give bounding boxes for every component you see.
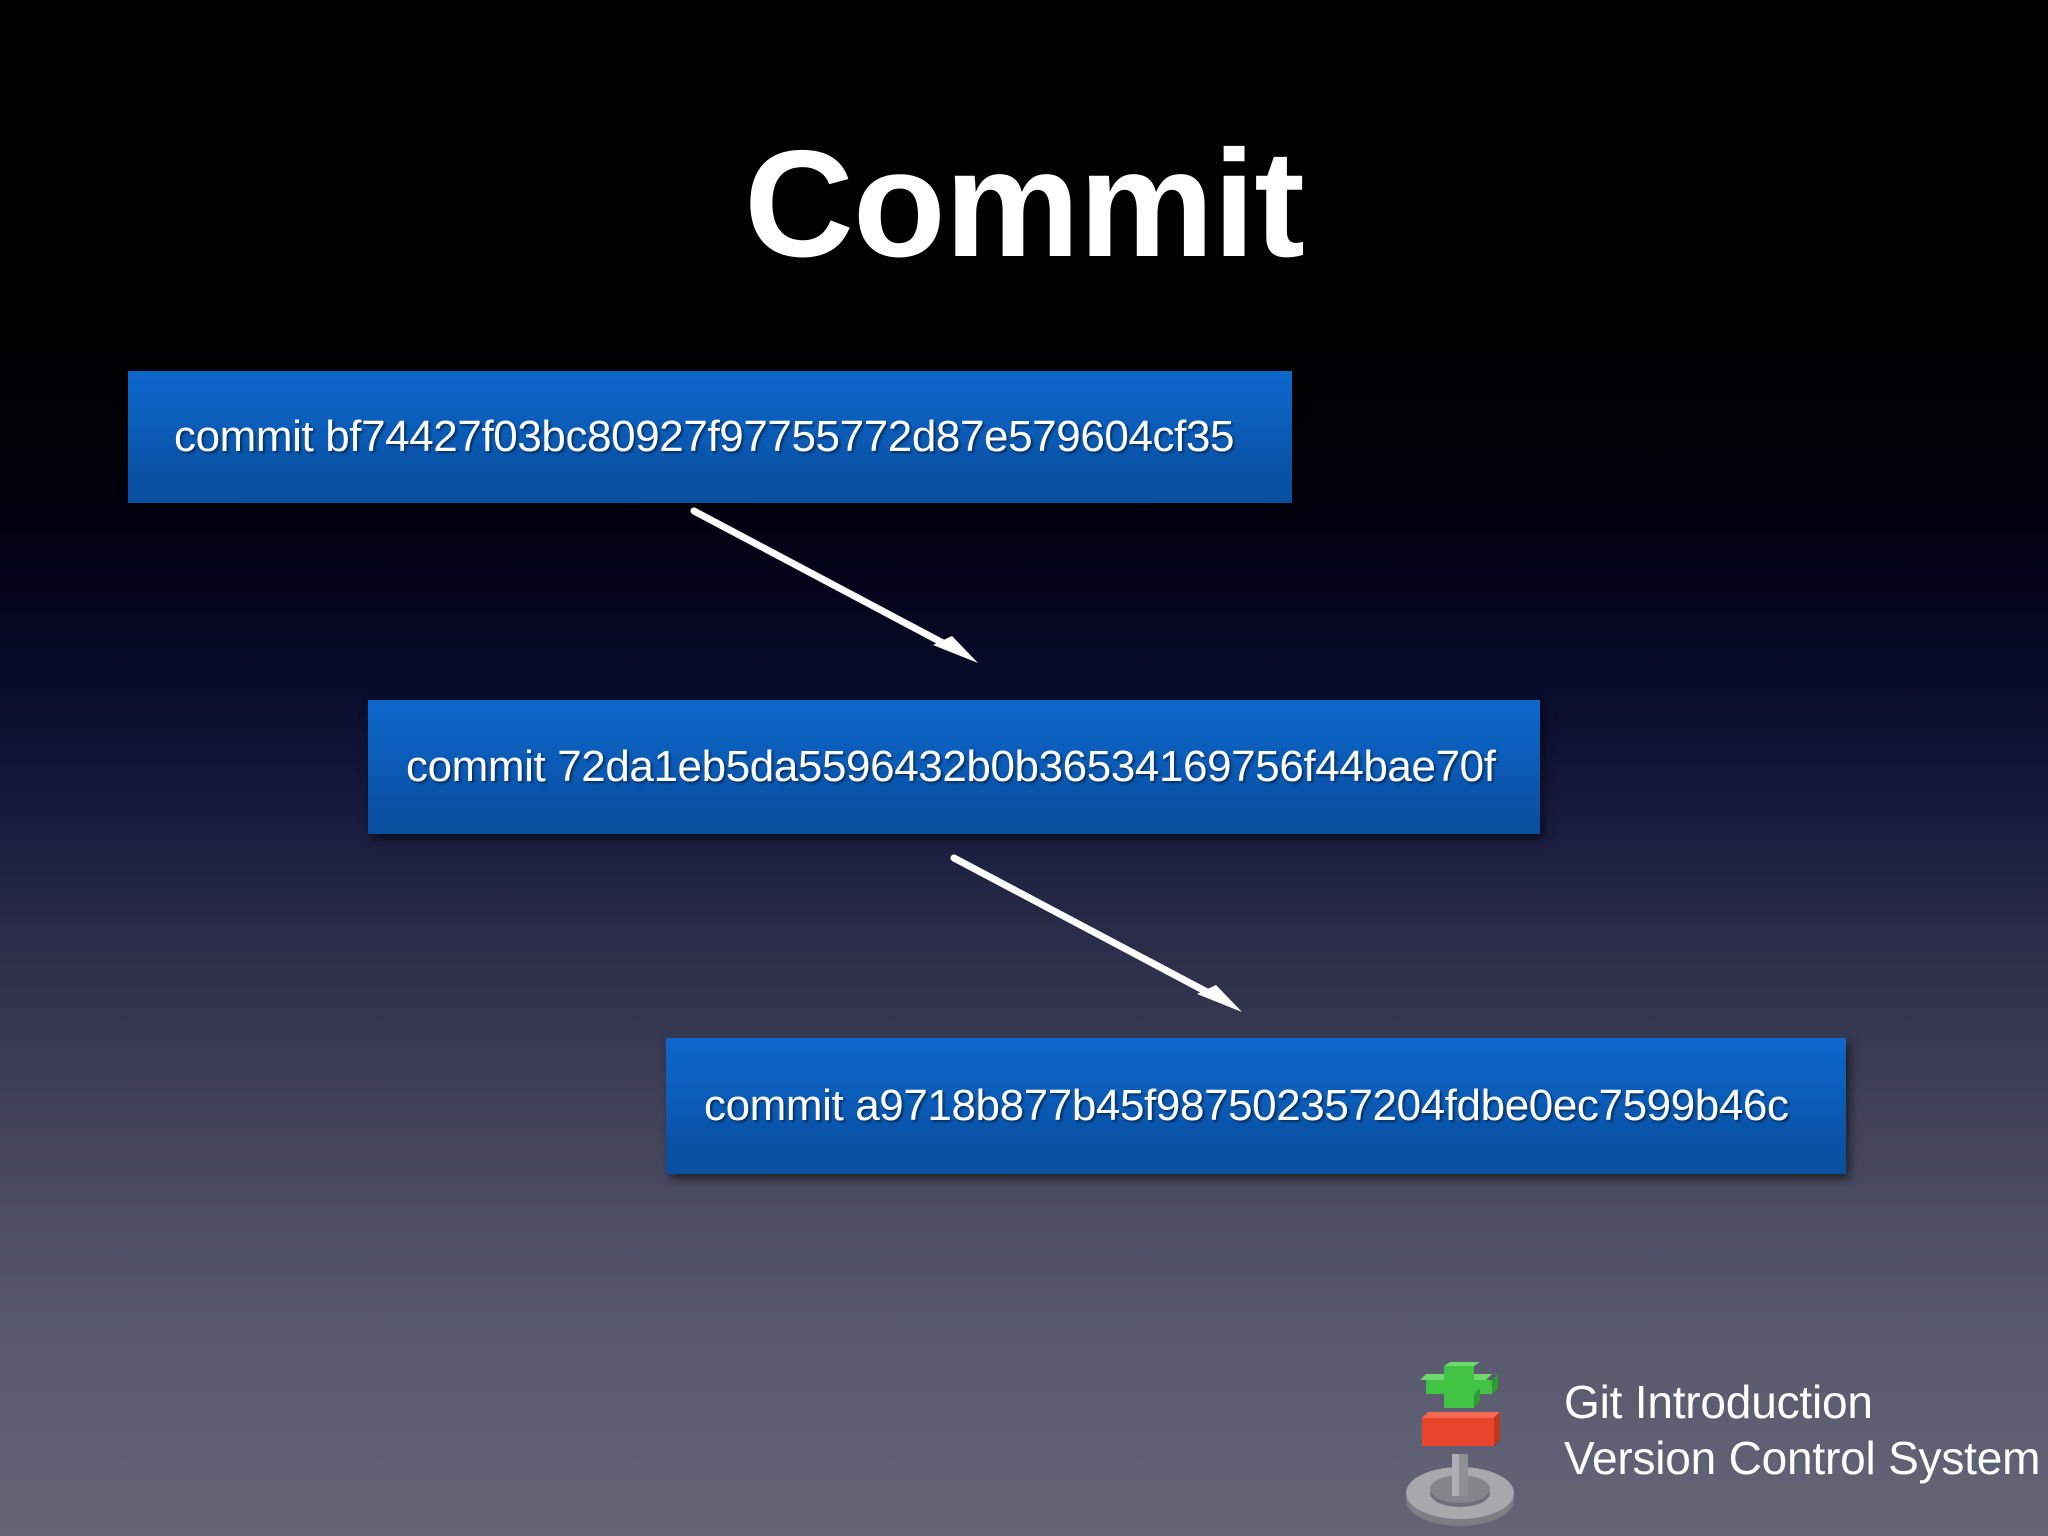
footer-line-1: Git Introduction — [1564, 1376, 1873, 1428]
commit-label-3: commit a9718b877b45f987502357204fdbe0ec7… — [704, 1081, 1789, 1130]
arrow-commit2-to-commit3 — [950, 854, 1242, 1012]
git-vcs-logo-icon — [1406, 1362, 1514, 1526]
footer: Git Introduction Version Control System — [1404, 1362, 2048, 1536]
minus-bar-icon — [1422, 1412, 1500, 1446]
plus-icon — [1420, 1362, 1498, 1408]
commit-box-1[interactable]: commit bf74427f03bc80927f97755772d87e579… — [128, 371, 1292, 503]
page-title: Commit — [744, 119, 1305, 289]
commit-label-2: commit 72da1eb5da5596432b0b36534169756f4… — [406, 742, 1496, 791]
footer-line-2: Version Control System — [1564, 1432, 2041, 1485]
footer-text: Git Introduction Version Control System — [1564, 1374, 2040, 1486]
commit-label-1: commit bf74427f03bc80927f97755772d87e579… — [174, 412, 1235, 461]
commit-box-2[interactable]: commit 72da1eb5da5596432b0b36534169756f4… — [368, 700, 1540, 834]
commit-box-3[interactable]: commit a9718b877b45f987502357204fdbe0ec7… — [666, 1038, 1846, 1174]
ring-base-icon — [1406, 1454, 1514, 1526]
arrow-commit1-to-commit2 — [690, 507, 978, 663]
